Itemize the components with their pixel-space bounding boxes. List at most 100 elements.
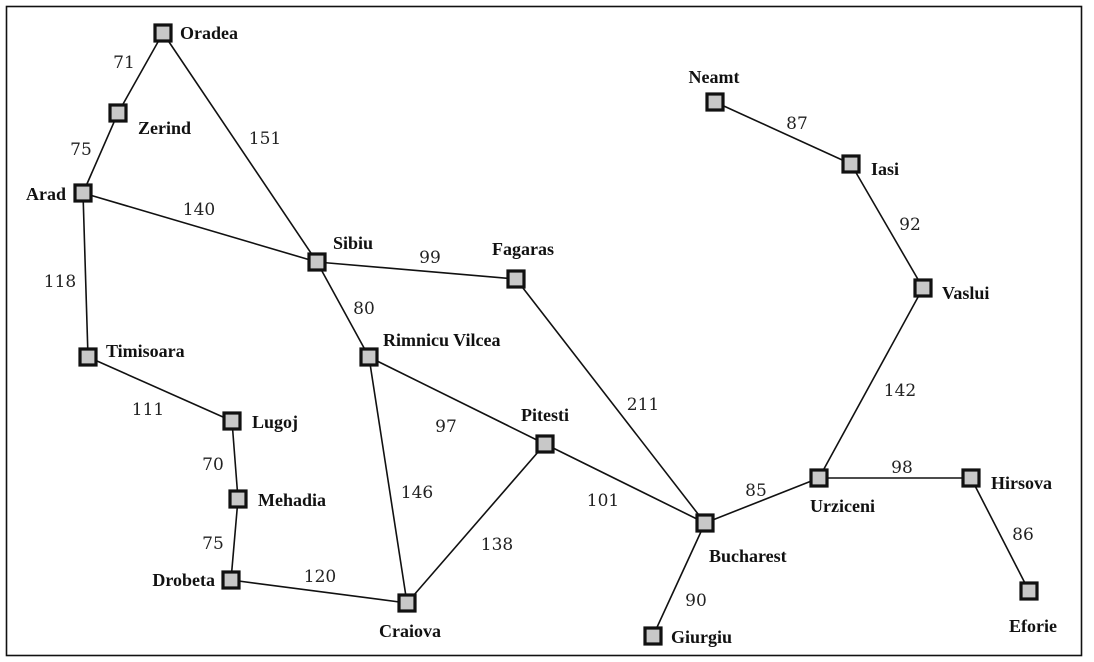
city-urziceni: Urziceni (809, 468, 875, 516)
distance-label-oradea-zerind: 71 (113, 53, 135, 73)
city-node-neamt (705, 92, 725, 112)
city-label-urziceni: Urziceni (810, 496, 875, 516)
city-lugoj: Lugoj (222, 411, 298, 432)
city-node-eforie (1019, 581, 1039, 601)
road-craiova-pitesti (406, 443, 546, 604)
city-label-fagaras: Fagaras (492, 239, 554, 259)
road-hirsova-eforie (970, 477, 1030, 592)
distance-label-sibiu-rimnicu: 80 (353, 299, 375, 319)
city-vaslui: Vaslui (913, 278, 989, 303)
city-fagaras: Fagaras (492, 239, 554, 289)
city-node-timisoara (78, 347, 98, 367)
city-label-zerind: Zerind (138, 118, 191, 138)
city-label-iasi: Iasi (871, 159, 899, 179)
distance-label-vaslui-iasi: 92 (899, 215, 921, 235)
city-label-mehadia: Mehadia (258, 490, 326, 510)
city-node-rimnicu (359, 347, 379, 367)
distance-label-fagaras-bucharest: 211 (627, 395, 659, 415)
city-giurgiu: Giurgiu (643, 626, 732, 647)
road-mehadia-drobeta (230, 498, 239, 581)
road-pitesti-bucharest (544, 443, 706, 524)
road-iasi-neamt (714, 101, 852, 165)
distance-label-oradea-sibiu: 151 (249, 129, 281, 149)
city-eforie: Eforie (1009, 581, 1057, 636)
map-border (5, 5, 1083, 657)
city-node-vaslui (913, 278, 933, 298)
road-drobeta-craiova (230, 579, 408, 604)
city-label-rimnicu: Rimnicu Vilcea (383, 330, 501, 350)
city-oradea: Oradea (153, 23, 238, 43)
city-neamt: Neamt (689, 67, 740, 112)
distance-label-urziceni-vaslui: 142 (884, 381, 916, 401)
city-zerind: Zerind (108, 103, 191, 138)
distance-label-zerind-arad: 75 (70, 140, 92, 160)
distance-label-urziceni-hirsova: 98 (891, 458, 913, 478)
city-bucharest: Bucharest (695, 513, 787, 566)
city-node-mehadia (228, 489, 248, 509)
city-label-pitesti: Pitesti (521, 405, 569, 425)
distance-label-arad-sibiu: 140 (183, 200, 215, 220)
city-label-hirsova: Hirsova (991, 473, 1052, 493)
city-hirsova: Hirsova (961, 468, 1052, 493)
roads-layer: 7175151140118111707512099809714613821110… (44, 32, 1034, 637)
city-label-neamt: Neamt (689, 67, 740, 87)
city-node-zerind (108, 103, 128, 123)
road-timisoara-lugoj (87, 356, 233, 422)
city-node-sibiu (307, 252, 327, 272)
road-bucharest-urziceni (704, 477, 820, 524)
road-bucharest-giurgiu (652, 522, 706, 637)
distance-label-sibiu-fagaras: 99 (419, 248, 441, 268)
road-vaslui-iasi (850, 163, 924, 289)
city-node-giurgiu (643, 626, 663, 646)
city-node-pitesti (535, 434, 555, 454)
city-craiova: Craiova (379, 593, 441, 641)
city-arad: Arad (26, 183, 93, 204)
road-urziceni-vaslui (818, 287, 924, 479)
distance-label-iasi-neamt: 87 (786, 114, 808, 134)
road-sibiu-fagaras (316, 261, 517, 280)
road-oradea-sibiu (162, 32, 318, 263)
city-label-drobeta: Drobeta (152, 570, 215, 590)
distance-label-lugoj-mehadia: 70 (202, 455, 224, 475)
road-arad-timisoara (82, 192, 89, 358)
city-node-bucharest (695, 513, 715, 533)
cities-layer: OradeaZerindAradTimisoaraLugojMehadiaDro… (26, 23, 1057, 647)
distance-label-bucharest-urziceni: 85 (745, 481, 767, 501)
city-node-iasi (841, 154, 861, 174)
city-node-drobeta (221, 570, 241, 590)
road-rimnicu-craiova (368, 356, 408, 604)
road-arad-sibiu (82, 192, 318, 263)
road-oradea-zerind (117, 32, 164, 114)
city-label-craiova: Craiova (379, 621, 441, 641)
distance-label-pitesti-bucharest: 101 (587, 491, 619, 511)
city-label-sibiu: Sibiu (333, 233, 373, 253)
city-node-fagaras (506, 269, 526, 289)
city-label-eforie: Eforie (1009, 616, 1057, 636)
city-sibiu: Sibiu (307, 233, 373, 272)
city-timisoara: Timisoara (78, 341, 185, 367)
distance-label-rimnicu-pitesti: 97 (435, 417, 457, 437)
distance-label-arad-timisoara: 118 (44, 272, 76, 292)
distance-label-bucharest-giurgiu: 90 (685, 591, 707, 611)
city-mehadia: Mehadia (228, 489, 326, 510)
city-label-timisoara: Timisoara (106, 341, 185, 361)
city-node-arad (73, 183, 93, 203)
city-iasi: Iasi (841, 154, 899, 179)
city-node-lugoj (222, 411, 242, 431)
city-pitesti: Pitesti (521, 405, 569, 454)
city-rimnicu: Rimnicu Vilcea (359, 330, 501, 367)
city-node-hirsova (961, 468, 981, 488)
city-label-oradea: Oradea (180, 23, 238, 43)
city-label-lugoj: Lugoj (252, 412, 298, 432)
city-label-bucharest: Bucharest (709, 546, 787, 566)
road-zerind-arad (82, 112, 119, 194)
distance-label-rimnicu-craiova: 146 (401, 483, 433, 503)
city-label-vaslui: Vaslui (942, 283, 989, 303)
road-lugoj-mehadia (231, 420, 239, 500)
distance-label-drobeta-craiova: 120 (304, 567, 336, 587)
road-rimnicu-pitesti (368, 356, 546, 445)
city-node-urziceni (809, 468, 829, 488)
distance-label-timisoara-lugoj: 111 (132, 400, 164, 420)
distance-label-hirsova-eforie: 86 (1012, 525, 1034, 545)
